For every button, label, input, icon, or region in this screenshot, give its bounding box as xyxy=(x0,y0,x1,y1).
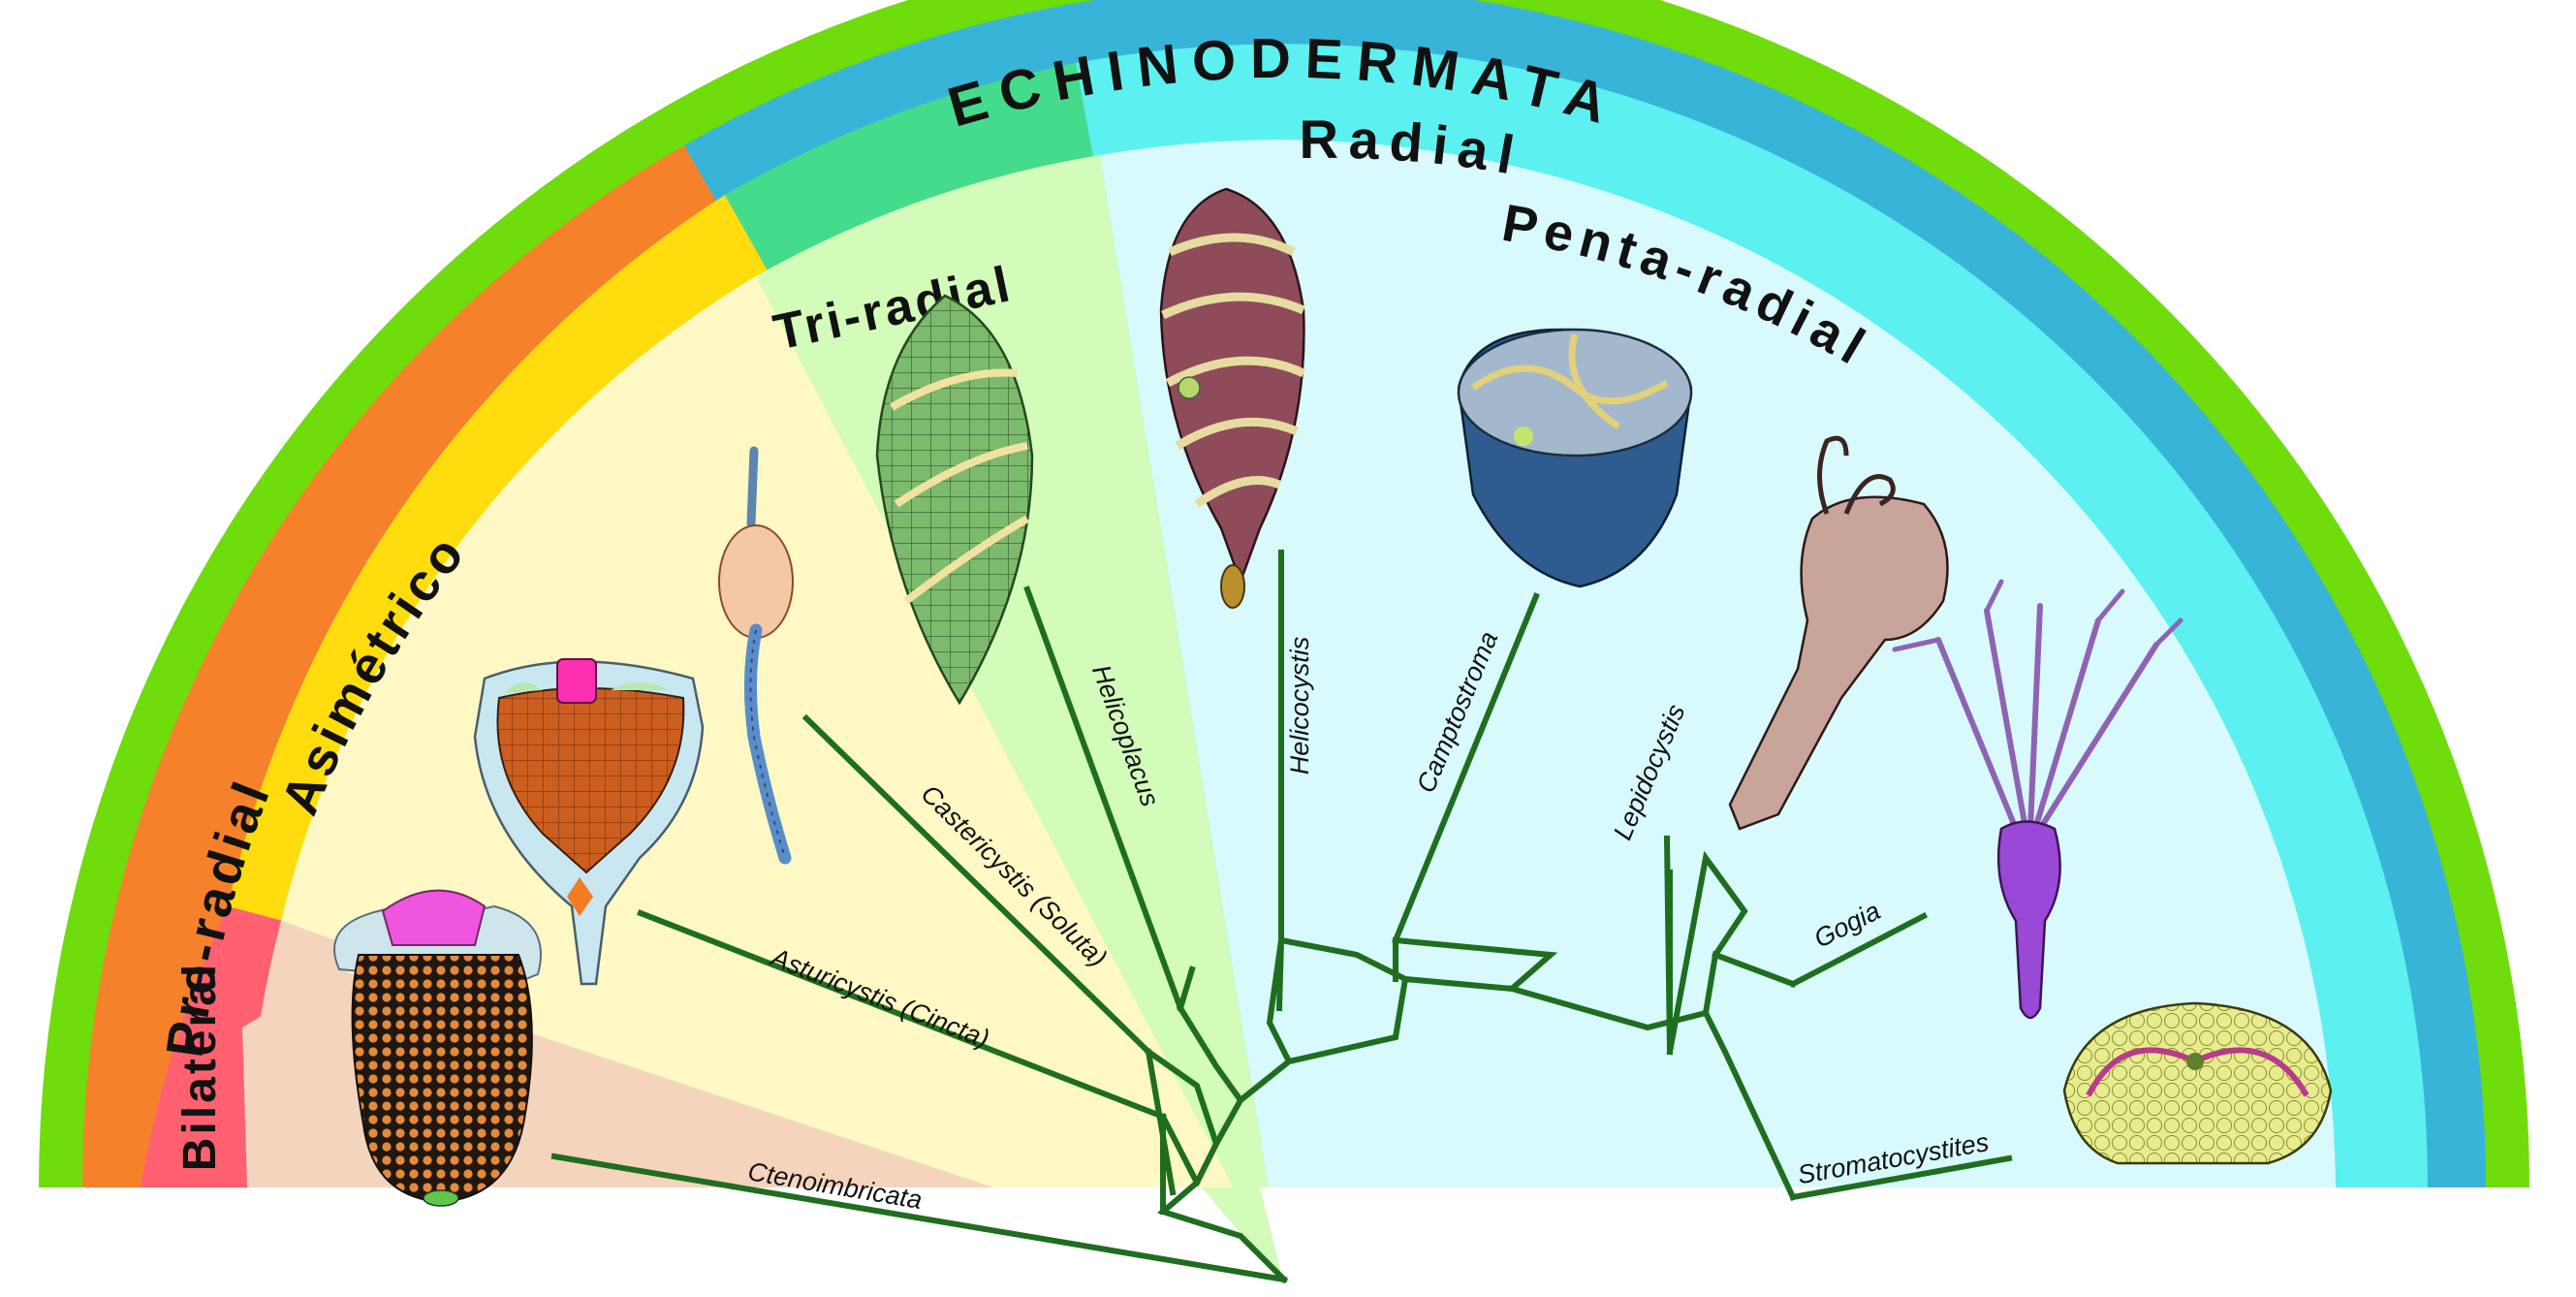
lepidocystis-fossil-icon xyxy=(1728,435,1949,831)
asimetrico-wedge xyxy=(339,276,1284,1284)
asturicystis-fossil-icon xyxy=(473,658,705,986)
gogia-fossil-icon xyxy=(1892,579,2183,1020)
helicocystis-fossil-icon xyxy=(1159,187,1305,609)
taxon-label-helicocystis: Helicocystis xyxy=(1285,637,1314,775)
ctenoimbricata-fossil-icon xyxy=(333,889,542,1207)
fossil-illustrations xyxy=(333,187,2333,1207)
branch-camptostroma xyxy=(1392,592,1540,944)
branch-castericystis xyxy=(801,713,1153,1057)
branch-helicoplacus xyxy=(1023,585,1184,1012)
phylogenetic-tree xyxy=(550,550,2013,1284)
helicoplacus-fossil-icon xyxy=(875,294,1034,706)
branch-ctenoimbricata xyxy=(550,1153,1288,1283)
castericystis-fossil-icon xyxy=(718,446,794,865)
tree-connectors xyxy=(1145,870,1673,1215)
branch-asturicystis xyxy=(637,909,1167,1121)
bilateral-label: Bilateral xyxy=(174,962,226,1171)
stromatocystites-fossil-icon xyxy=(2062,1001,2333,1165)
branch-stromatocystites xyxy=(1789,1155,2013,1201)
base-strip xyxy=(0,1187,2576,1292)
branch-gogia xyxy=(1788,911,1929,989)
camptostroma-fossil-icon xyxy=(1457,328,1693,588)
